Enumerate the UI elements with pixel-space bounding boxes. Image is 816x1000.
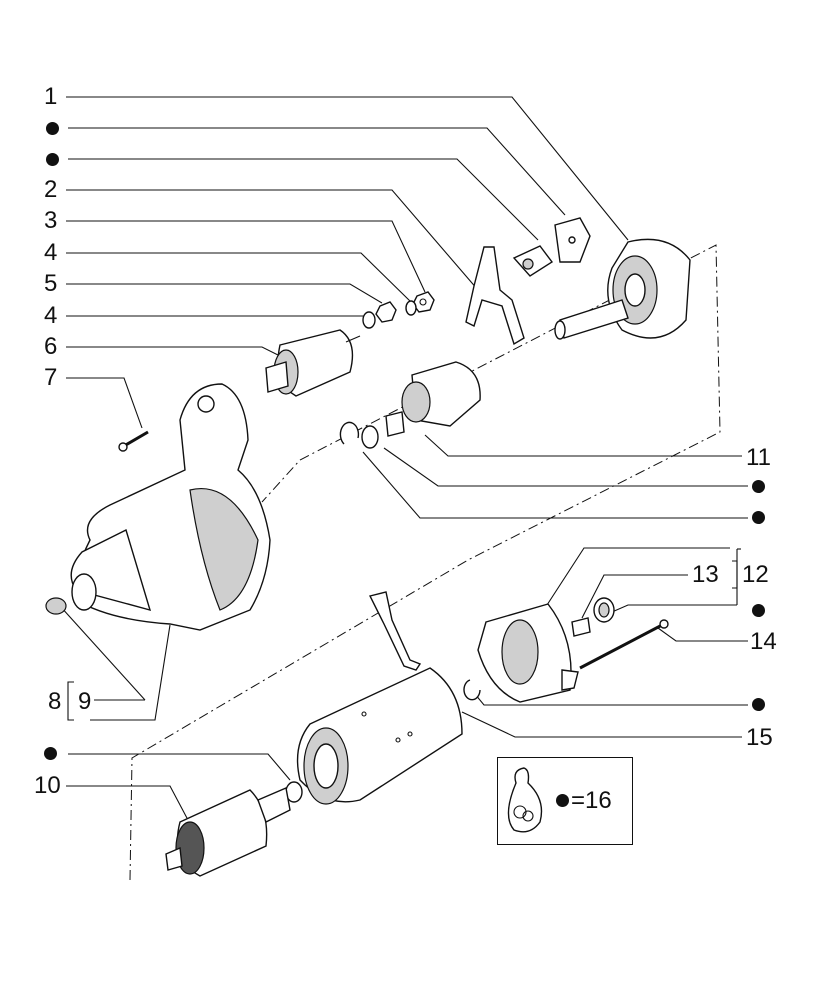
callout-9: 9 [78,688,92,715]
part-field-frame [296,591,463,805]
callout-dot-5 [752,511,765,524]
callout-dot-3 [44,747,57,760]
parts-bag-icon [507,767,543,833]
assembly-boundary [129,244,721,881]
callout-dot-4 [752,480,765,493]
part-snap-ring-15 [463,679,481,701]
legend-kit-number: =16 [571,787,612,814]
callout-14: 14 [750,628,777,655]
callout-7: 7 [44,364,58,391]
part-snap-ring [339,421,360,445]
part-washer-4b [362,311,376,329]
callout-13: 13 [692,561,719,588]
part-washer-4a [405,300,417,316]
part-nut-5 [375,301,397,323]
callout-2: 2 [44,176,58,203]
part-end-cover [477,603,579,703]
legend-dot [556,794,569,807]
bracket-13-12 [732,560,738,589]
callout-dot-2 [46,153,59,166]
part-drive-pinion [385,361,481,437]
callout-11: 11 [746,444,771,471]
callout-10: 10 [34,772,61,799]
callout-dot-1 [46,122,59,135]
callout-4a: 4 [44,239,58,266]
callout-dot-7 [752,698,765,711]
part-armature [165,787,291,877]
part-brush-holder-plate [554,217,591,263]
part-pivot-bushing [512,245,554,277]
part-solenoid [265,329,361,397]
leader-lines [59,96,748,821]
part-drive-end-housing [554,238,691,340]
kit-legend-box [497,757,633,845]
part-ring-washer [361,425,379,449]
callout-1: 1 [44,83,58,110]
callout-5: 5 [44,270,58,297]
part-bushing-9 [45,597,67,615]
callout-8: 8 [48,688,62,715]
part-bolt-7 [118,430,149,452]
part-through-bolt-14 [579,619,669,670]
part-shift-fork [465,246,525,346]
part-starter-housing [70,383,271,631]
part-bushing-13 [571,617,591,637]
callout-15: 15 [746,724,773,751]
part-seal-ring [593,597,615,623]
callout-12: 12 [742,561,769,588]
callout-6: 6 [44,333,58,360]
bracket-8-9 [67,681,74,721]
callout-dot-6 [752,604,765,617]
callout-4b: 4 [44,302,58,329]
callout-3: 3 [44,207,58,234]
